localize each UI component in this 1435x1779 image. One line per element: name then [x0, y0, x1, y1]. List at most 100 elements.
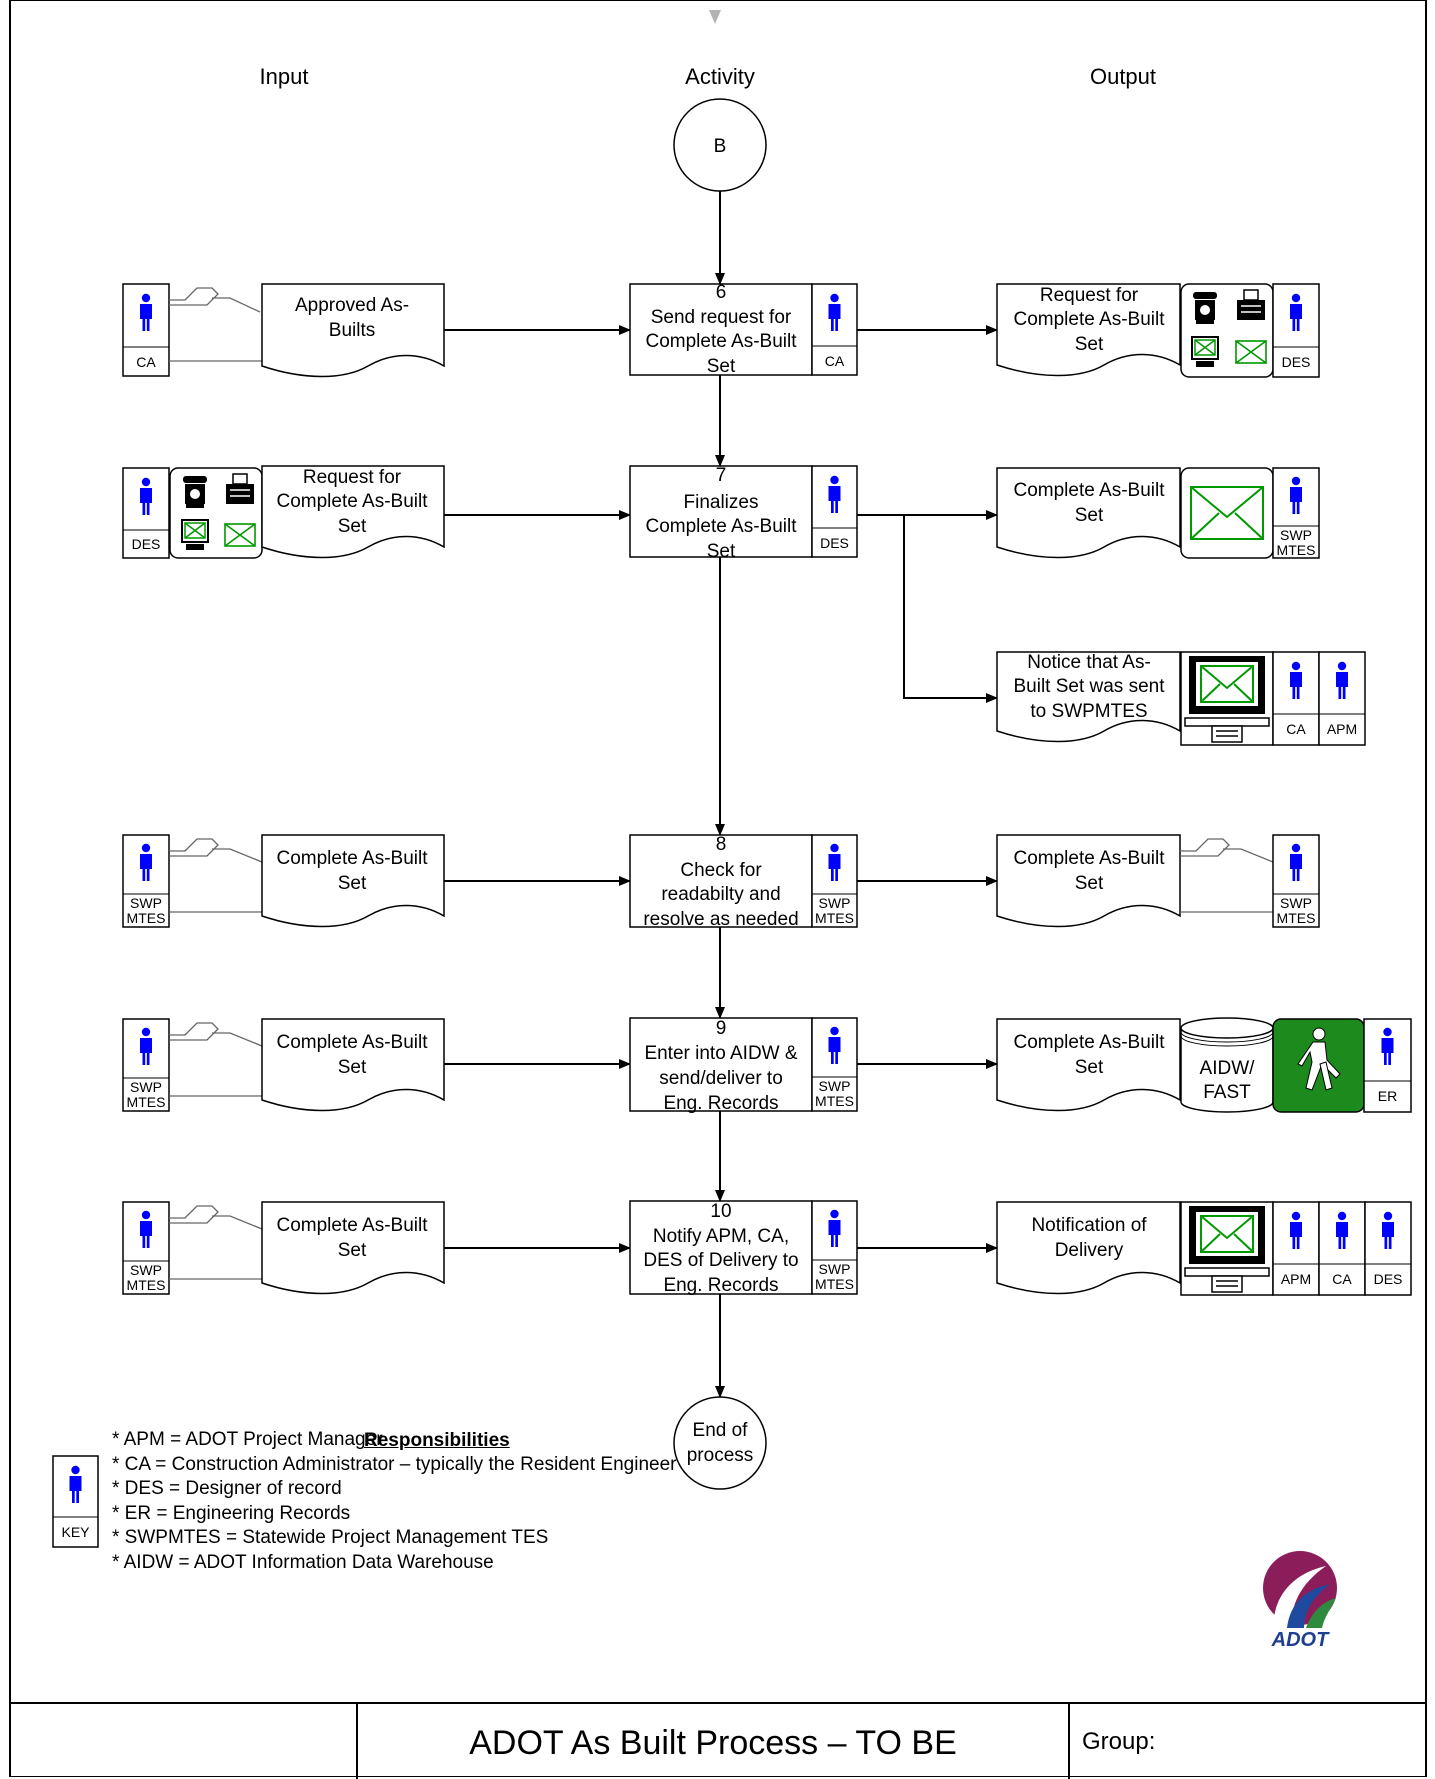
output-7-line-1: Complete As-Built — [1013, 480, 1165, 501]
envelope-icon — [224, 523, 256, 547]
output-7-role-label-2: MTES — [1277, 542, 1316, 558]
telephone-icon — [183, 476, 207, 508]
fax-icon — [226, 473, 254, 504]
legend-item: * SWPMTES = Statewide Project Management… — [112, 1527, 549, 1548]
output-6-line-1: Request for — [1040, 285, 1139, 306]
input-10-role-label-2: MTES — [127, 1277, 166, 1293]
person-icon — [828, 1026, 841, 1064]
output-row-6: Request for Complete As-Built Set DES — [996, 283, 1320, 378]
step-10-role-box: SWP MTES — [811, 1200, 858, 1295]
person-icon — [1336, 1211, 1348, 1249]
footer-title: ADOT As Built Process – TO BE — [469, 1724, 957, 1762]
page-top-marker — [709, 10, 721, 24]
step-6-role-label: CA — [825, 353, 845, 369]
envelope-icon — [1235, 340, 1267, 364]
person-icon — [828, 1209, 841, 1247]
input-9-document — [261, 1018, 445, 1112]
step-9-role-label-1: SWP — [819, 1078, 851, 1094]
horizontal-arrows — [444, 325, 998, 1253]
end-connector-line-1: End of — [693, 1420, 749, 1441]
input-7-line-3: Set — [338, 516, 367, 537]
output-8-document — [996, 834, 1181, 928]
output-row-10: Notification of Delivery APM CA DES — [996, 1201, 1412, 1296]
output-notice-role-label-1: CA — [1286, 721, 1306, 737]
person-icon — [1336, 661, 1348, 699]
person-icon — [1381, 1027, 1394, 1065]
output-row-7b: Notice that As- Built Set was sent to SW… — [996, 651, 1366, 746]
hand-delivery-icon — [169, 1205, 263, 1280]
input-10-line-1: Complete As-Built — [276, 1215, 428, 1236]
email-computer-icon — [1191, 336, 1219, 367]
output-notice-line-1: Notice that As- — [1027, 652, 1151, 673]
output-8-line-2: Set — [1075, 873, 1104, 894]
person-icon — [1382, 1211, 1394, 1249]
input-6-role-label: CA — [136, 354, 156, 370]
output-8-line-1: Complete As-Built — [1013, 848, 1165, 869]
column-header-activity: Activity — [685, 64, 755, 89]
step-6-line-3: Set — [707, 356, 736, 377]
step-7-line-3: Set — [707, 541, 736, 562]
input-9-line-2: Set — [338, 1057, 367, 1078]
input-role-box — [122, 1201, 170, 1295]
step-6-line-2: Complete As-Built — [645, 331, 797, 352]
adot-logo: ADOT — [1263, 1551, 1337, 1651]
hand-delivery-icon — [1180, 838, 1274, 913]
step-9-number: 9 — [716, 1018, 727, 1039]
step-7-line-2: Complete As-Built — [645, 516, 797, 537]
step-6-role-box: CA — [811, 283, 858, 376]
input-row-9: SWP MTES Complete As-Built Set — [122, 1018, 445, 1112]
input-row-8: SWP MTES Complete As-Built Set — [122, 834, 445, 928]
step-8-role-label-1: SWP — [819, 895, 851, 911]
legend-key-label: KEY — [61, 1524, 90, 1540]
hand-delivery-icon — [169, 1022, 263, 1097]
step-8-line-1: Check for — [680, 860, 762, 881]
step-8-role-box: SWP MTES — [811, 834, 858, 928]
input-8-role-label-2: MTES — [127, 910, 166, 926]
footer-cell-title: ADOT As Built Process – TO BE — [356, 1704, 1068, 1779]
legend-item: * AIDW = ADOT Information Data Warehouse — [112, 1551, 494, 1573]
person-icon — [1290, 1211, 1302, 1249]
output-row-7: Complete As-Built Set SWP MTES — [996, 467, 1320, 559]
input-9-line-1: Complete As-Built — [276, 1032, 428, 1053]
activity-step-8: 8 Check for readabilty and resolve as ne… — [629, 834, 813, 930]
legend-item: * APM = ADOT Project Manager — [112, 1429, 383, 1450]
input-8-line-2: Set — [338, 873, 367, 894]
adot-logo-text: ADOT — [1271, 1629, 1330, 1651]
output-9-role-label: ER — [1378, 1088, 1397, 1104]
hand-delivery-icon — [169, 287, 262, 362]
input-role-box — [122, 467, 170, 559]
output-notice-line-2: Built Set was sent — [1013, 676, 1165, 697]
step-8-number: 8 — [716, 834, 727, 855]
step-8-role-label-2: MTES — [815, 910, 854, 926]
step-7-number: 7 — [716, 465, 727, 486]
output-6-line-2: Complete As-Built — [1013, 309, 1165, 330]
step-9-line-2: send/deliver to — [659, 1068, 783, 1089]
person-icon — [140, 843, 152, 881]
output-9-line-2: Set — [1075, 1057, 1104, 1078]
email-computer-icon — [1184, 1206, 1270, 1293]
step-10-number: 10 — [710, 1201, 731, 1222]
input-8-line-1: Complete As-Built — [276, 848, 428, 869]
database-label-2: FAST — [1203, 1082, 1251, 1103]
input-row-10: SWP MTES Complete As-Built Set — [122, 1201, 445, 1295]
output-8-role-label-2: MTES — [1277, 910, 1316, 926]
input-8-role-label-1: SWP — [130, 895, 162, 911]
output-10-role-label-1: APM — [1281, 1271, 1311, 1287]
person-icon — [828, 293, 841, 331]
person-icon — [140, 1210, 152, 1248]
output-10-line-2: Delivery — [1055, 1240, 1124, 1261]
fax-icon — [1237, 289, 1265, 320]
legend-key-box: KEY — [52, 1455, 99, 1548]
output-6-role-label: DES — [1282, 354, 1311, 370]
input-7-line-1: Request for — [303, 467, 402, 488]
step-6-number: 6 — [716, 282, 727, 303]
output-10-role-label-3: DES — [1374, 1271, 1403, 1287]
output-6-line-3: Set — [1075, 334, 1104, 355]
output-8-role-label-1: SWP — [1280, 895, 1312, 911]
footer-title-block: ADOT As Built Process – TO BE Group: — [10, 1702, 1426, 1779]
input-6-line-1: Approved As- — [295, 295, 409, 316]
footer-cell-group: Group: — [1068, 1704, 1426, 1779]
output-10-line-1: Notification of — [1031, 1215, 1147, 1236]
output-notice-role-label-2: APM — [1327, 721, 1357, 737]
